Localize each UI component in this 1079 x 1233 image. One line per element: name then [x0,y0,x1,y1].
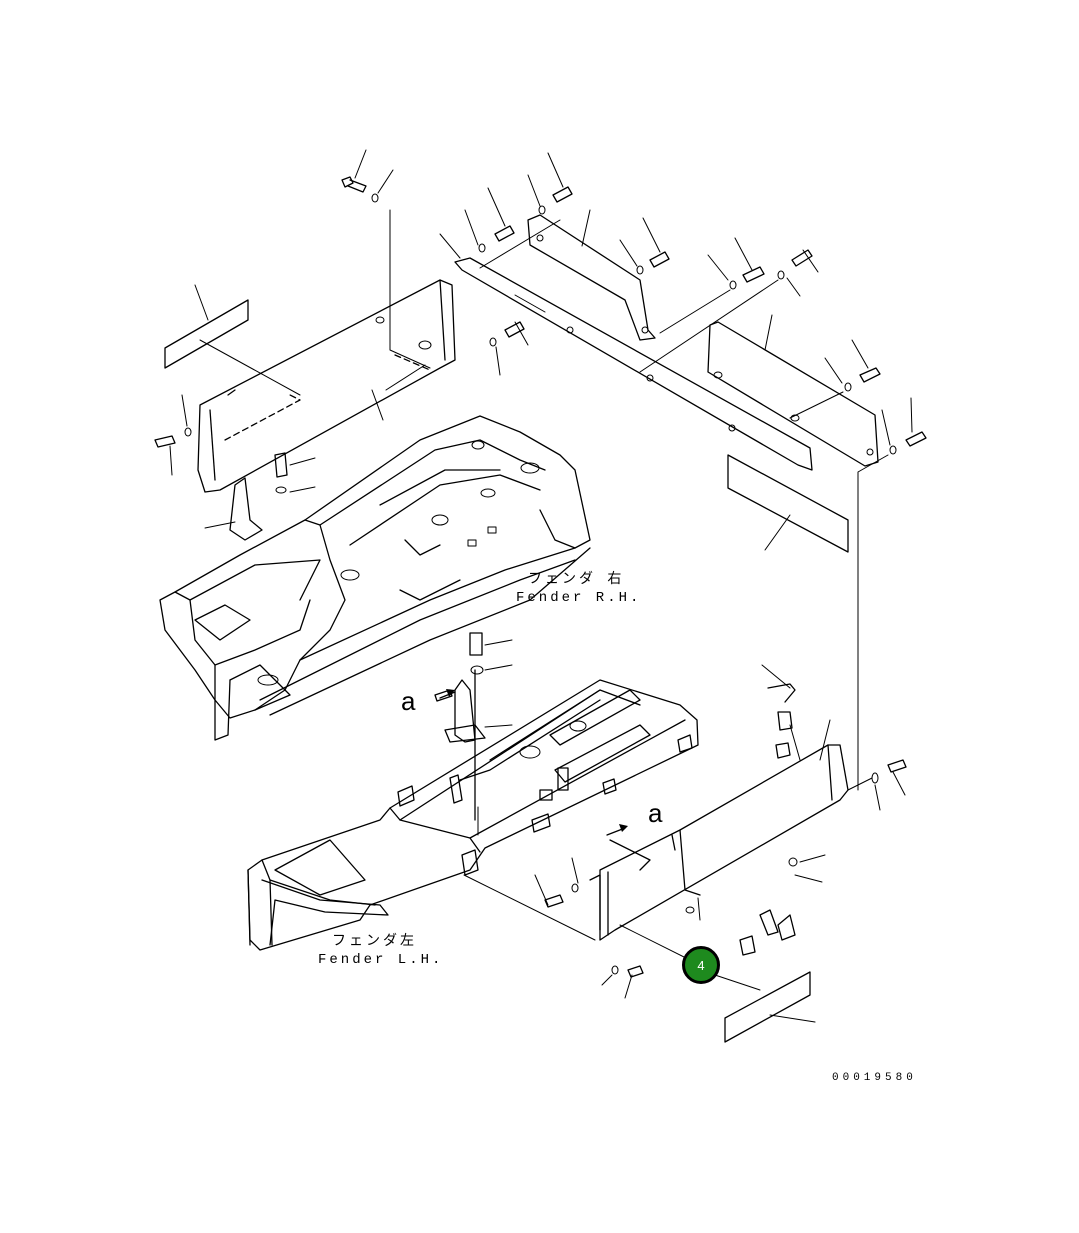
upper-guard-panel-right [707,321,879,467]
fender-rh-label-en: Fender R.H. [516,590,642,606]
fender-lh-assembly [247,632,699,951]
fender-rh-label-jp: フェンダ 右 [528,572,625,588]
upper-cover-plate [527,214,656,341]
view-marker-a-right: a [648,798,663,828]
part-callout-4[interactable]: 4 [682,946,720,984]
callout-number: 4 [697,957,705,973]
view-arrow-markers [439,689,628,836]
view-marker-a-left: a [401,686,416,716]
upper-fasteners [154,149,927,791]
upper-decals [164,299,849,553]
fender-lh-label-jp: フェンダ左 [332,934,417,950]
drawing-number: 00019580 [832,1072,917,1084]
fender-rh-assembly [159,415,591,741]
lower-decal [724,971,816,1043]
upper-guard-panel-left [197,279,456,493]
lower-guard-panel [463,664,907,999]
fender-lh-label-en: Fender L.H. [318,952,444,968]
upper-rail-member [454,257,813,471]
